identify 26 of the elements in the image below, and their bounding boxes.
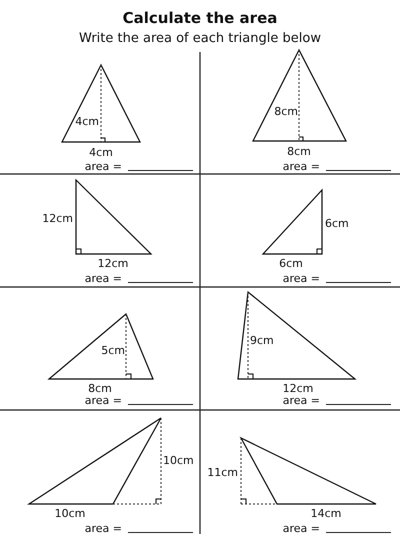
answer-prompt: area = xyxy=(84,522,122,534)
dimension-label: 6cm xyxy=(325,218,349,228)
answer-prompt: area = xyxy=(84,160,122,172)
answer-prompt: area = xyxy=(282,160,320,172)
answer-prompt: area = xyxy=(282,522,320,534)
subtitle: Write the area of each triangle below xyxy=(79,32,321,44)
title: Calculate the area xyxy=(122,10,278,26)
dimension-label: 11cm xyxy=(207,466,238,478)
dimension-label: 9cm xyxy=(250,334,274,346)
dimension-label: 6cm xyxy=(279,258,303,268)
dimension-label: 5cm xyxy=(101,344,125,356)
dimension-label: 4cm xyxy=(89,146,113,158)
dimension-label: 4cm xyxy=(75,116,99,126)
answer-prompt: area = xyxy=(84,394,122,406)
dimension-label: 10cm xyxy=(163,454,194,466)
dimension-label: 10cm xyxy=(54,508,86,518)
answer-prompt: area = xyxy=(84,272,122,284)
dimension-label: 8cm xyxy=(88,382,112,394)
dimension-label: 12cm xyxy=(98,258,128,268)
dimension-label: 8cm xyxy=(274,106,298,116)
dimension-label: 12cm xyxy=(282,382,314,394)
dimension-label: 8cm xyxy=(287,146,311,156)
dimension-label: 14cm xyxy=(310,508,342,518)
dimension-label: 12cm xyxy=(42,212,73,224)
answer-prompt: area = xyxy=(282,272,320,284)
answer-prompt: area = xyxy=(282,394,320,406)
